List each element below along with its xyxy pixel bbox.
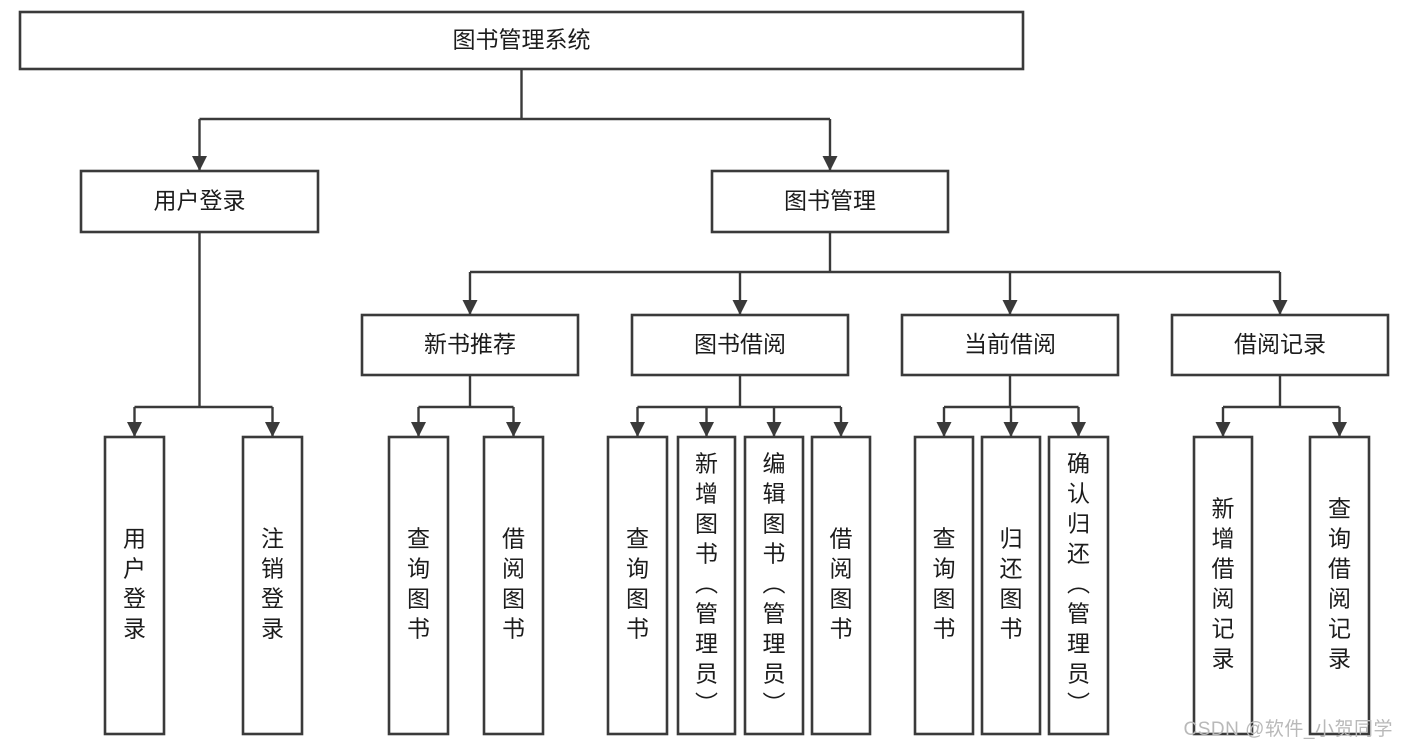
edge-arrowhead: [265, 422, 280, 437]
node-box-leaf-bor-1[interactable]: [606, 435, 669, 736]
node-box-borrow[interactable]: [630, 313, 850, 377]
node-borrow[interactable]: 图书借阅: [630, 313, 850, 377]
node-label-leaf-cur-1: 查询图书: [933, 526, 956, 642]
node-box-root[interactable]: [18, 10, 1025, 71]
node-label-leaf-login-2: 注销登录: [261, 526, 284, 642]
edge-arrowhead: [1332, 422, 1347, 437]
node-label-newbook: 新书推荐: [424, 331, 516, 357]
edge-group-bookmgmt: [462, 232, 1288, 315]
edge-arrowhead: [1071, 422, 1086, 437]
node-label-leaf-rec-1: 新增借阅记录: [1212, 496, 1235, 672]
node-layer: 图书管理系统用户登录图书管理新书推荐图书借阅当前借阅借阅记录用户登录注销登录查询…: [18, 10, 1390, 736]
node-leaf-rec-2[interactable]: 查询借阅记录: [1308, 435, 1371, 736]
node-leaf-new-1[interactable]: 查询图书: [387, 435, 450, 736]
node-label-leaf-bor-4: 借阅图书: [830, 526, 853, 642]
node-label-borrow: 图书借阅: [694, 331, 786, 357]
edge-group-current: [936, 375, 1086, 437]
watermark-label: CSDN @软件_小贺同学: [1183, 719, 1393, 740]
node-root[interactable]: 图书管理系统: [18, 10, 1025, 71]
node-label-leaf-login-1: 用户登录: [123, 526, 146, 642]
edge-arrowhead: [462, 300, 478, 315]
node-box-leaf-cur-3[interactable]: [1047, 435, 1110, 736]
edge-arrowhead: [699, 422, 714, 437]
node-leaf-rec-1[interactable]: 新增借阅记录: [1192, 435, 1254, 736]
node-label-leaf-bor-2: 新增图书︵管理员︶: [695, 451, 718, 717]
edge-arrowhead: [506, 422, 521, 437]
node-box-leaf-bor-4[interactable]: [810, 435, 872, 736]
edge-arrowhead: [1272, 300, 1288, 315]
node-leaf-bor-2[interactable]: 新增图书︵管理员︶: [676, 435, 737, 736]
node-box-records[interactable]: [1170, 313, 1390, 377]
node-leaf-new-2[interactable]: 借阅图书: [482, 435, 545, 736]
node-leaf-cur-3[interactable]: 确认归还︵管理员︶: [1047, 435, 1110, 736]
edge-arrowhead: [1003, 422, 1019, 437]
node-login[interactable]: 用户登录: [79, 169, 320, 234]
node-label-leaf-bor-3: 编辑图书︵管理员︶: [763, 451, 786, 717]
node-current[interactable]: 当前借阅: [900, 313, 1120, 377]
node-leaf-login-1[interactable]: 用户登录: [103, 435, 166, 736]
edge-arrowhead: [1215, 422, 1231, 437]
edge-arrowhead: [127, 422, 142, 437]
node-label-leaf-new-1: 查询图书: [407, 526, 430, 642]
node-leaf-bor-3[interactable]: 编辑图书︵管理员︶: [743, 435, 805, 736]
node-label-leaf-new-2: 借阅图书: [502, 526, 525, 642]
node-box-newbook[interactable]: [360, 313, 580, 377]
node-box-leaf-cur-2[interactable]: [980, 435, 1042, 736]
edge-arrowhead: [192, 156, 207, 171]
edge-group-borrow: [630, 375, 849, 437]
edge-arrowhead: [411, 422, 426, 437]
edge-arrowhead: [833, 422, 849, 437]
edge-group-newbook: [411, 375, 521, 437]
node-box-login[interactable]: [79, 169, 320, 234]
node-records[interactable]: 借阅记录: [1170, 313, 1390, 377]
node-box-current[interactable]: [900, 313, 1120, 377]
edge-layer: [127, 69, 1347, 437]
edge-arrowhead: [1002, 300, 1018, 315]
node-leaf-bor-4[interactable]: 借阅图书: [810, 435, 872, 736]
node-label-records: 借阅记录: [1234, 331, 1326, 357]
node-newbook[interactable]: 新书推荐: [360, 313, 580, 377]
node-box-leaf-cur-1[interactable]: [913, 435, 975, 736]
node-leaf-login-2[interactable]: 注销登录: [241, 435, 304, 736]
node-leaf-cur-2[interactable]: 归还图书: [980, 435, 1042, 736]
edge-arrowhead: [630, 422, 645, 437]
node-bookmgmt[interactable]: 图书管理: [710, 169, 950, 234]
node-box-leaf-login-2[interactable]: [241, 435, 304, 736]
node-leaf-cur-1[interactable]: 查询图书: [913, 435, 975, 736]
node-leaf-bor-1[interactable]: 查询图书: [606, 435, 669, 736]
node-label-leaf-rec-2: 查询借阅记录: [1328, 496, 1351, 672]
node-box-leaf-login-1[interactable]: [103, 435, 166, 736]
node-label-leaf-bor-1: 查询图书: [626, 526, 649, 642]
edge-arrowhead: [732, 300, 748, 315]
edge-group-records: [1215, 375, 1347, 437]
node-box-leaf-bor-3[interactable]: [743, 435, 805, 736]
edge-group-login: [127, 232, 280, 437]
node-label-leaf-cur-2: 归还图书: [1000, 526, 1023, 642]
node-box-leaf-bor-2[interactable]: [676, 435, 737, 736]
node-box-leaf-rec-2[interactable]: [1308, 435, 1371, 736]
edge-group-root: [192, 69, 838, 171]
node-label-current: 当前借阅: [964, 331, 1056, 357]
node-label-root: 图书管理系统: [453, 27, 591, 53]
node-box-leaf-new-1[interactable]: [387, 435, 450, 736]
edge-arrowhead: [936, 422, 952, 437]
node-box-leaf-rec-1[interactable]: [1192, 435, 1254, 736]
edge-arrowhead: [822, 156, 838, 171]
node-box-bookmgmt[interactable]: [710, 169, 950, 234]
node-label-leaf-cur-3: 确认归还︵管理员︶: [1067, 451, 1090, 717]
node-label-bookmgmt: 图书管理: [784, 188, 876, 214]
node-label-login: 用户登录: [154, 188, 246, 214]
node-box-leaf-new-2[interactable]: [482, 435, 545, 736]
edge-arrowhead: [766, 422, 782, 437]
